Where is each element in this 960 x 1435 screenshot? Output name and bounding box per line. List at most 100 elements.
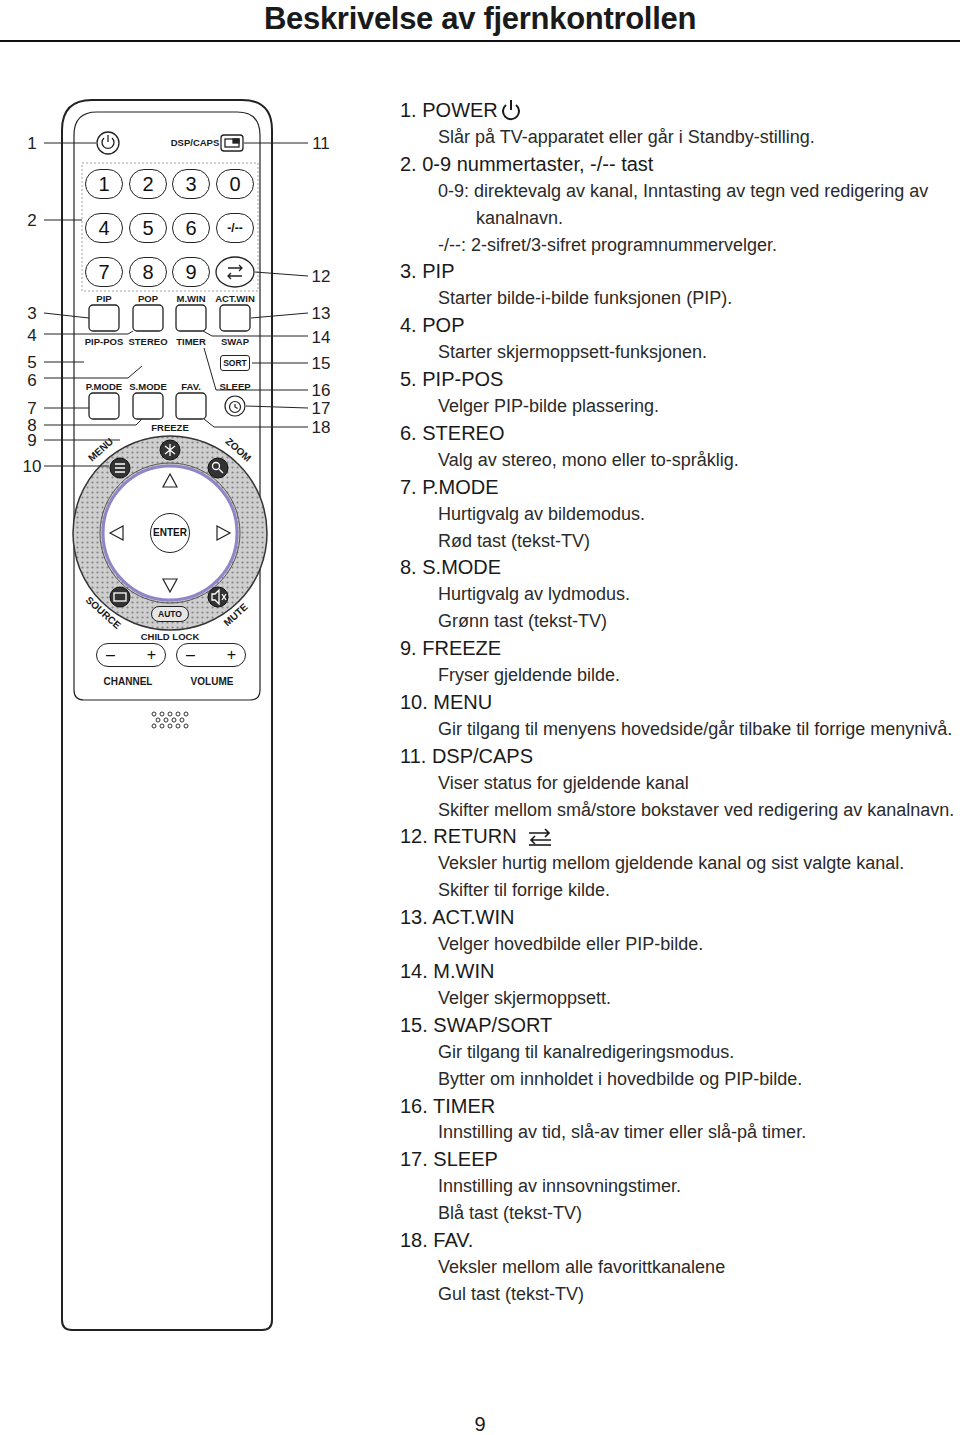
item-heading: 14. M.WIN [400, 958, 956, 985]
power-button [107, 135, 108, 142]
speaker-holes [160, 712, 164, 716]
ring-icon-buttons [110, 587, 130, 607]
item-heading: 11. DSP/CAPS [400, 743, 956, 770]
leader-lines [44, 143, 308, 466]
key-label: 0 [229, 174, 240, 194]
key-label: 9 [185, 262, 196, 282]
item-heading: 5. PIP-POS [400, 366, 956, 393]
item-heading-text: 1. POWER [400, 97, 498, 124]
item-description: Grønn tast (tekst-TV) [400, 608, 956, 635]
ring-icon-glyphs [115, 464, 125, 472]
item-heading: 16. TIMER [400, 1093, 956, 1120]
ring-icon-glyphs [213, 463, 220, 470]
key-label: 3 [185, 174, 196, 194]
function-buttons [176, 393, 206, 419]
callout-number: 10 [23, 458, 42, 475]
item-description: Veksler mellom alle favorittkanalene [400, 1254, 956, 1281]
item-description: Rød tast (tekst-TV) [400, 528, 956, 555]
remote-key: 0 [216, 169, 254, 199]
function-buttons [133, 305, 163, 331]
item-description: Starter bilde-i-bilde funksjonen (PIP). [400, 285, 956, 312]
return-button [216, 257, 254, 287]
leader-lines [246, 406, 308, 408]
dsp-button [233, 139, 239, 143]
leader-lines [44, 220, 82, 221]
remote-key: 3 [172, 169, 210, 199]
ring-icon-buttons [208, 458, 228, 478]
remote-key: 4 [85, 213, 123, 243]
return-button [228, 265, 242, 271]
function-buttons [133, 393, 163, 419]
key-label: AUTO [158, 610, 182, 619]
item-heading: 10. MENU [400, 689, 956, 716]
ring-icon-buttons [110, 458, 130, 478]
dsp-button [225, 139, 239, 147]
key-label: 8 [142, 262, 153, 282]
return-button [216, 257, 254, 287]
speaker-holes [152, 712, 188, 728]
key-label: ENTER [153, 528, 187, 538]
dsp-button [221, 135, 243, 151]
item-description: Hurtigvalg av bildemodus. [400, 501, 956, 528]
item-heading-text: 16. TIMER [400, 1093, 495, 1120]
remote-key: 9 [172, 257, 210, 287]
ring-icon-glyphs [165, 444, 175, 456]
item-heading-text: 6. STEREO [400, 420, 504, 447]
ring-icon-glyphs [114, 444, 226, 604]
item-heading-text: 7. P.MODE [400, 474, 499, 501]
key-label: 2 [142, 174, 153, 194]
item-heading-text: 3. PIP [400, 258, 454, 285]
item-description: Gir tilgang til menyens hovedside/går ti… [400, 716, 956, 743]
item-description: Fryser gjeldende bilde. [400, 662, 956, 689]
item-description: Velger PIP-bilde plassering. [400, 393, 956, 420]
leader-lines [44, 313, 89, 318]
speaker-holes [176, 724, 180, 728]
speaker-holes [156, 718, 160, 722]
ring-icon-buttons [110, 440, 228, 607]
item-heading: 13. ACT.WIN [400, 904, 956, 931]
button-caption: CHANNEL [104, 677, 153, 687]
speaker-holes [164, 718, 168, 722]
item-heading-text: 11. DSP/CAPS [400, 743, 533, 770]
rocker-button: –+ [176, 643, 246, 667]
item-description: Innstilling av innsovningstimer. [400, 1173, 956, 1200]
button-caption: FREEZE [151, 423, 188, 433]
item-description: Gul tast (tekst-TV) [400, 1281, 956, 1308]
item-description: Veksler hurtig mellom gjeldende kanal og… [400, 850, 956, 877]
leader-lines [44, 331, 133, 334]
speaker-holes [184, 712, 188, 716]
item-heading-text: 9. FREEZE [400, 635, 501, 662]
key-label: 4 [98, 218, 109, 238]
button-caption: SLEEP [219, 382, 250, 392]
button-caption: PIP-POS [85, 337, 124, 347]
remote-body [74, 690, 260, 700]
leader-lines [44, 408, 89, 409]
arrow-keys [110, 526, 123, 540]
navigation-ring [73, 436, 267, 630]
leader-lines [44, 362, 84, 363]
navigation-ring [73, 436, 267, 630]
button-caption: POP [138, 294, 158, 304]
item-description: Innstilling av tid, slå-av timer eller s… [400, 1119, 956, 1146]
item-heading-text: 13. ACT.WIN [400, 904, 514, 931]
function-buttons [89, 305, 119, 331]
callout-number: 11 [312, 135, 330, 152]
item-heading-text: 4. POP [400, 312, 464, 339]
leader-lines [255, 272, 308, 276]
arrow-keys [217, 526, 230, 540]
callout-number: 7 [27, 400, 36, 417]
item-description: Valg av stereo, mono eller to-språklig. [400, 447, 956, 474]
item-heading: 8. S.MODE [400, 554, 956, 581]
arrow-keys [163, 474, 177, 487]
function-buttons [89, 305, 250, 419]
button-caption: ACT.WIN [215, 294, 255, 304]
page-number: 9 [474, 1414, 485, 1434]
button-caption: P.MODE [86, 382, 122, 392]
navigation-ring [103, 466, 237, 600]
item-heading: 18. FAV. [400, 1227, 956, 1254]
remote-key: 2 [129, 169, 167, 199]
callout-number: 5 [27, 354, 36, 371]
item-heading: 6. STEREO [400, 420, 956, 447]
arrow-keys [163, 579, 177, 592]
